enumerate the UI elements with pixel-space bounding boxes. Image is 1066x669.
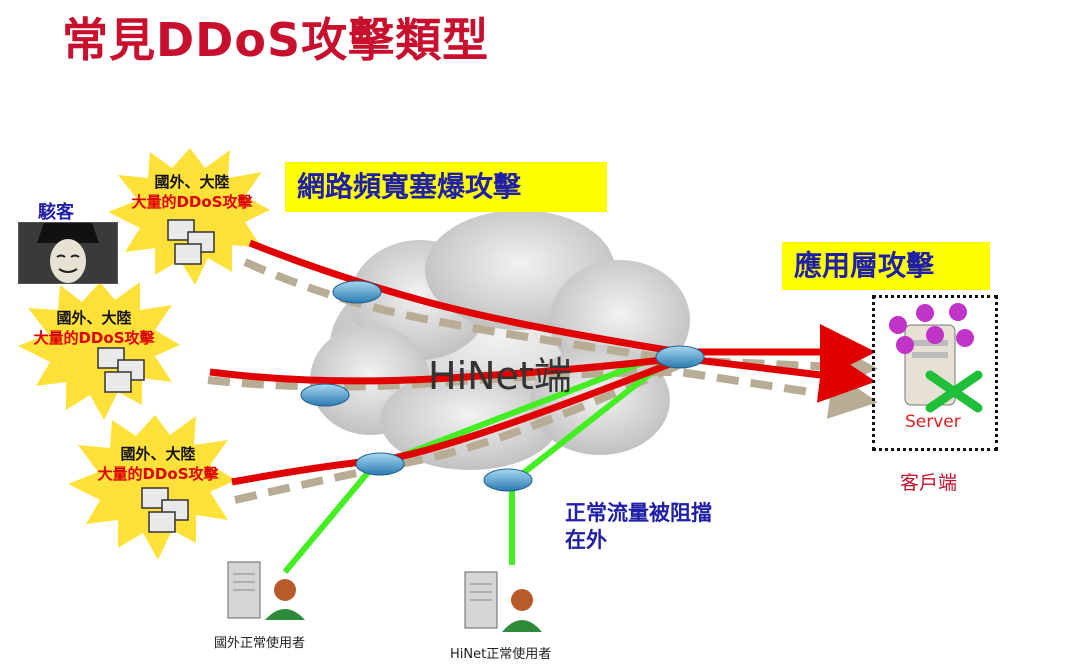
attack-source-2: 國外、大陸 大量的DDoS攻擊	[33, 309, 155, 347]
hinet-user-label: HiNet正常使用者	[450, 647, 552, 662]
x-mark-icon	[925, 370, 983, 413]
hinet-label: HiNet端	[428, 354, 572, 398]
app-layer-attack-label: 應用層攻擊	[782, 242, 990, 290]
user-icon	[227, 561, 542, 632]
blocked-traffic-label: 正常流量被阻擋 在外	[565, 501, 712, 552]
router-icon	[300, 280, 705, 492]
hacker-mask-icon	[18, 222, 118, 284]
virus-icon	[889, 303, 974, 354]
computer-cluster-icon	[97, 219, 215, 533]
server-label: Server	[905, 412, 961, 432]
attack-source-3: 國外、大陸 大量的DDoS攻擊	[97, 445, 219, 483]
attack-source-1: 國外、大陸 大量的DDoS攻擊	[131, 173, 253, 211]
hacker-label: 駭客	[38, 202, 74, 223]
bandwidth-attack-label: 網路頻寬塞爆攻擊	[285, 162, 607, 212]
attack-burst-1	[108, 148, 270, 285]
page-title: 常見DDoS攻擊類型	[62, 13, 490, 67]
target-frame	[872, 295, 998, 451]
foreign-user-label: 國外正常使用者	[214, 636, 306, 651]
dashed-traffic-lines	[207, 258, 878, 504]
cloud-icon	[310, 210, 690, 470]
client-label: 客戶端	[900, 472, 958, 494]
